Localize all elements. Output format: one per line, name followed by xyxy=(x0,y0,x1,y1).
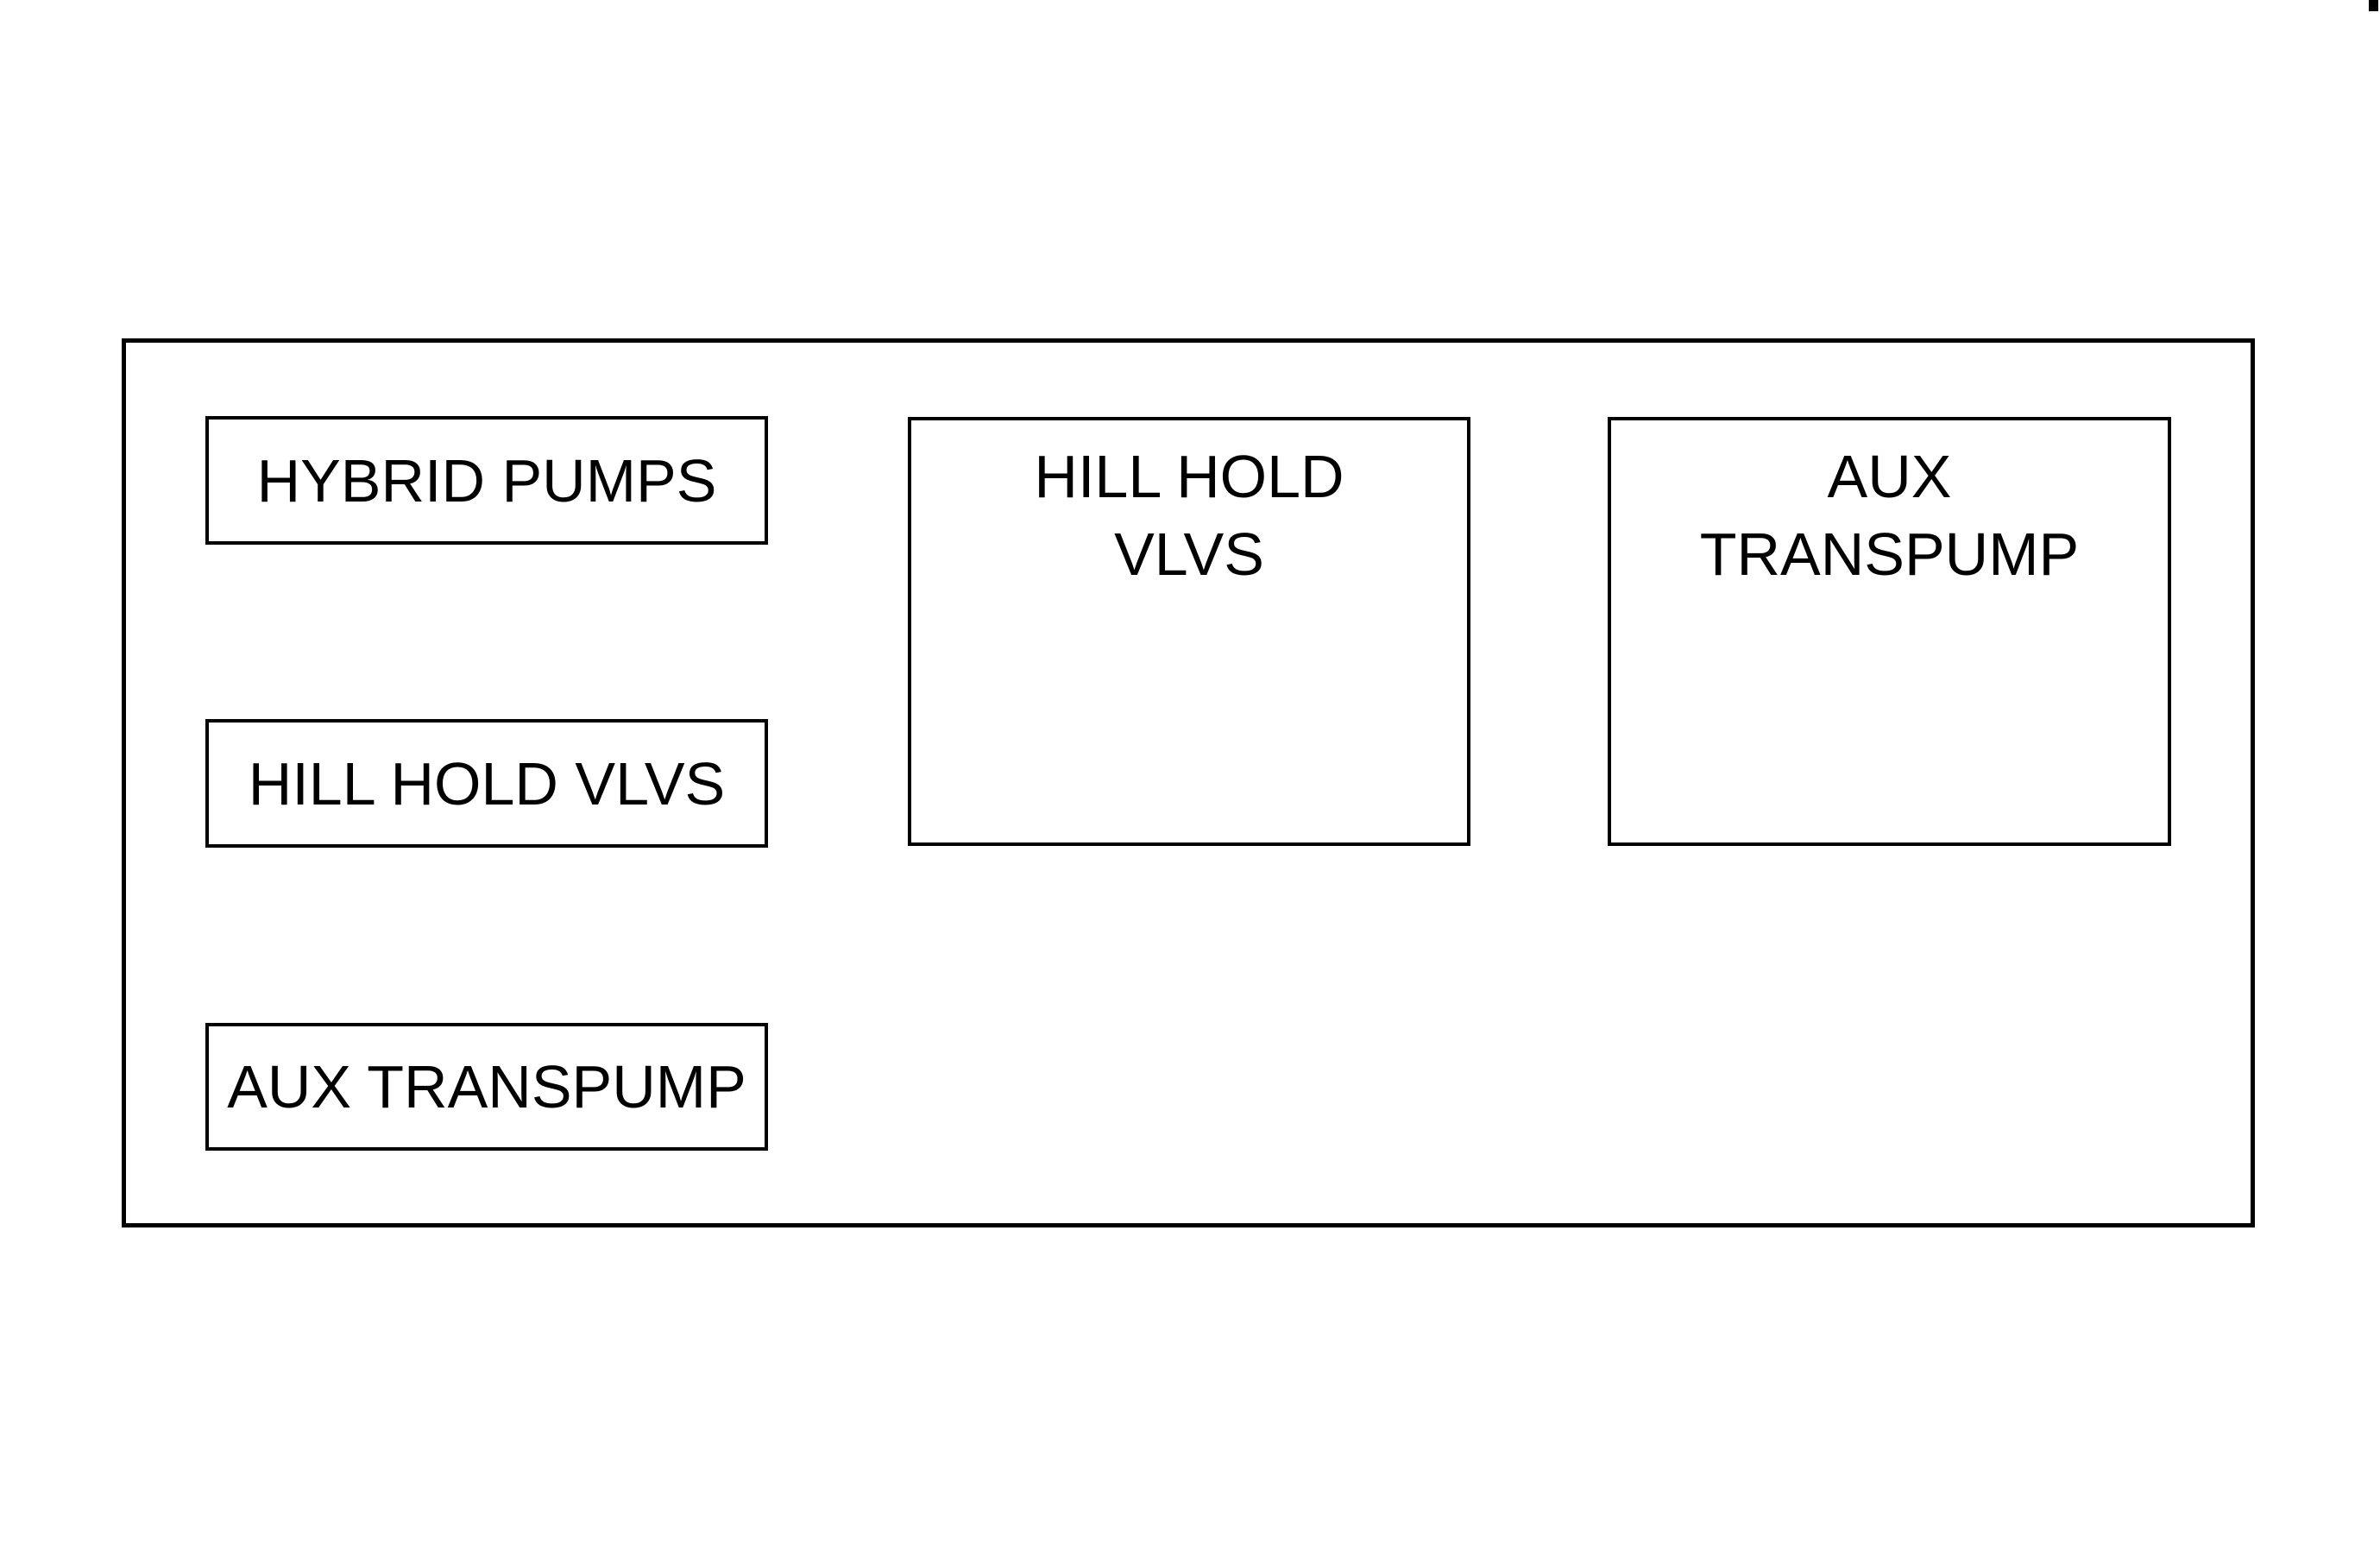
hybrid-pumps-box: HYBRID PUMPS xyxy=(205,416,768,545)
hill-hold-vlvs-small-label: HILL HOLD VLVS xyxy=(248,749,726,817)
hill-hold-vlvs-module-box: HILL HOLD VLVS xyxy=(908,417,1470,846)
scan-artifact-mark xyxy=(2369,0,2378,11)
aux-transpump-module-label-line1: AUX xyxy=(1827,443,1952,510)
hill-hold-vlvs-small-box: HILL HOLD VLVS xyxy=(205,719,768,848)
aux-transpump-module-box: AUX TRANSPUMP xyxy=(1608,417,2171,846)
hill-hold-vlvs-module-label-line1: HILL HOLD xyxy=(1034,443,1344,510)
hill-hold-vlvs-module-label-line2: VLVS xyxy=(1114,521,1264,588)
hybrid-pumps-label: HYBRID PUMPS xyxy=(256,446,717,514)
aux-transpump-small-box: AUX TRANSPUMP xyxy=(205,1023,768,1151)
aux-transpump-small-label: AUX TRANSPUMP xyxy=(227,1053,746,1120)
aux-transpump-module-label-line2: TRANSPUMP xyxy=(1699,521,2080,588)
